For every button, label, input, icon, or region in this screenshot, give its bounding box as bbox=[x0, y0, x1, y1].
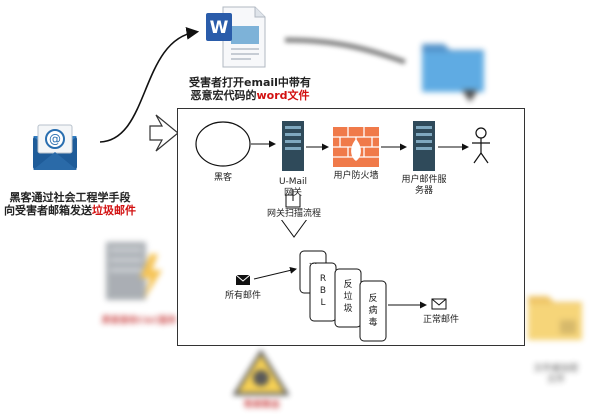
email-envelope-icon: @ bbox=[30, 122, 80, 174]
left-caption-line1: 黑客通过社会工程学手段 bbox=[9, 191, 131, 204]
word-document-icon: W bbox=[203, 4, 269, 70]
gateway-flow-panel: 黑客 U-Mail 网关 用户防火墙 用户邮件服 务器 网关扫描流程 所有邮件 … bbox=[177, 108, 525, 346]
left-caption-line2-highlight: 垃圾邮件 bbox=[92, 204, 136, 217]
warning-skull-icon bbox=[232, 349, 290, 396]
c2-server-icon bbox=[98, 238, 168, 308]
server-label-line1: 用户邮件服 bbox=[401, 175, 447, 185]
server-label-line2: 务器 bbox=[414, 186, 433, 196]
filter-card-dots-label: ... bbox=[308, 257, 318, 267]
all-mail-label: 所有邮件 bbox=[224, 291, 261, 301]
blurred-caption-bottom-left: 黑客接收C&C服务 bbox=[101, 316, 177, 326]
top-caption-line2-highlight: word文件 bbox=[256, 89, 310, 102]
normal-mail-envelope-icon bbox=[431, 298, 447, 310]
left-caption-line2-prefix: 向受害者邮箱发送 bbox=[4, 204, 92, 217]
arrow-email-to-panel bbox=[149, 114, 179, 152]
gateway-label-line2: 网关 bbox=[283, 188, 302, 198]
hacker-label: 黑客 bbox=[213, 173, 232, 183]
filter-card-virus-label: 反病毒 bbox=[368, 294, 378, 328]
filter-card-virus bbox=[359, 280, 387, 342]
filter-card-spam-label: 反垃圾 bbox=[343, 280, 353, 314]
u-mail-gateway-server-icon bbox=[282, 121, 304, 171]
user-stick-figure-icon bbox=[472, 127, 490, 164]
svg-text:@: @ bbox=[49, 132, 61, 146]
all-mail-envelope-icon bbox=[235, 274, 251, 285]
normal-mail-label: 正常邮件 bbox=[422, 315, 459, 325]
mail-server-icon bbox=[413, 121, 435, 171]
locked-folder-icon bbox=[524, 286, 586, 346]
scan-label: 网关扫描流程 bbox=[264, 209, 324, 220]
top-caption-line2-prefix: 恶意宏代码的 bbox=[190, 89, 257, 102]
hacker-node bbox=[195, 121, 251, 167]
firewall-label: 用户防火墙 bbox=[333, 171, 379, 181]
svg-text:W: W bbox=[210, 18, 229, 38]
blurred-caption-bottom-right: 文件被加密 文件 bbox=[533, 364, 579, 385]
blurred-caption-bottom-center: 勒索赎金 bbox=[243, 400, 280, 410]
top-caption: 受害者打开email中带有 恶意宏代码的word文件 bbox=[182, 76, 318, 102]
gateway-label-line1: U-Mail bbox=[278, 177, 308, 187]
firewall-icon bbox=[333, 127, 379, 167]
folder-icon bbox=[418, 30, 488, 102]
left-caption: 黑客通过社会工程学手段 向受害者邮箱发送垃圾邮件 bbox=[0, 191, 140, 217]
arrow-email-to-word bbox=[99, 27, 200, 143]
panel-drawing bbox=[195, 121, 490, 342]
top-caption-line1: 受害者打开email中带有 bbox=[189, 76, 311, 89]
